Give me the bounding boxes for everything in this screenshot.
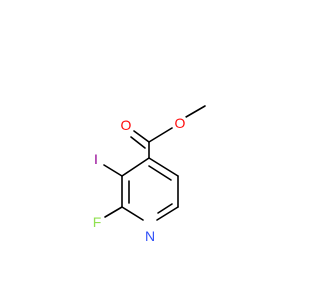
bond-c-o-ester: [148, 127, 173, 143]
bond-c5-c4-inner: [148, 165, 172, 181]
bond-n-c6: [156, 206, 179, 221]
oxygen-carbonyl-label: O: [121, 117, 132, 133]
bond-c4-c3: [121, 157, 150, 177]
bond-c-o-double-b: [130, 136, 146, 149]
bond-c3-i: [103, 164, 123, 177]
nitrogen-label: N: [145, 228, 155, 244]
iodine-label: I: [94, 151, 98, 167]
bonds: [103, 105, 206, 221]
bond-c2-f: [104, 206, 123, 218]
bond-n-c6-inner: [157, 203, 173, 214]
fluorine-label: F: [93, 214, 102, 230]
bond-c5-c4: [148, 157, 179, 177]
bond-o-methyl: [185, 105, 206, 118]
bond-c-o-double-a: [133, 130, 150, 143]
atom-labels: O O I F N: [89, 115, 188, 244]
bond-c2-n: [121, 206, 144, 221]
molecule-diagram: O O I F N: [89, 105, 206, 244]
oxygen-ester-label: O: [175, 115, 186, 131]
